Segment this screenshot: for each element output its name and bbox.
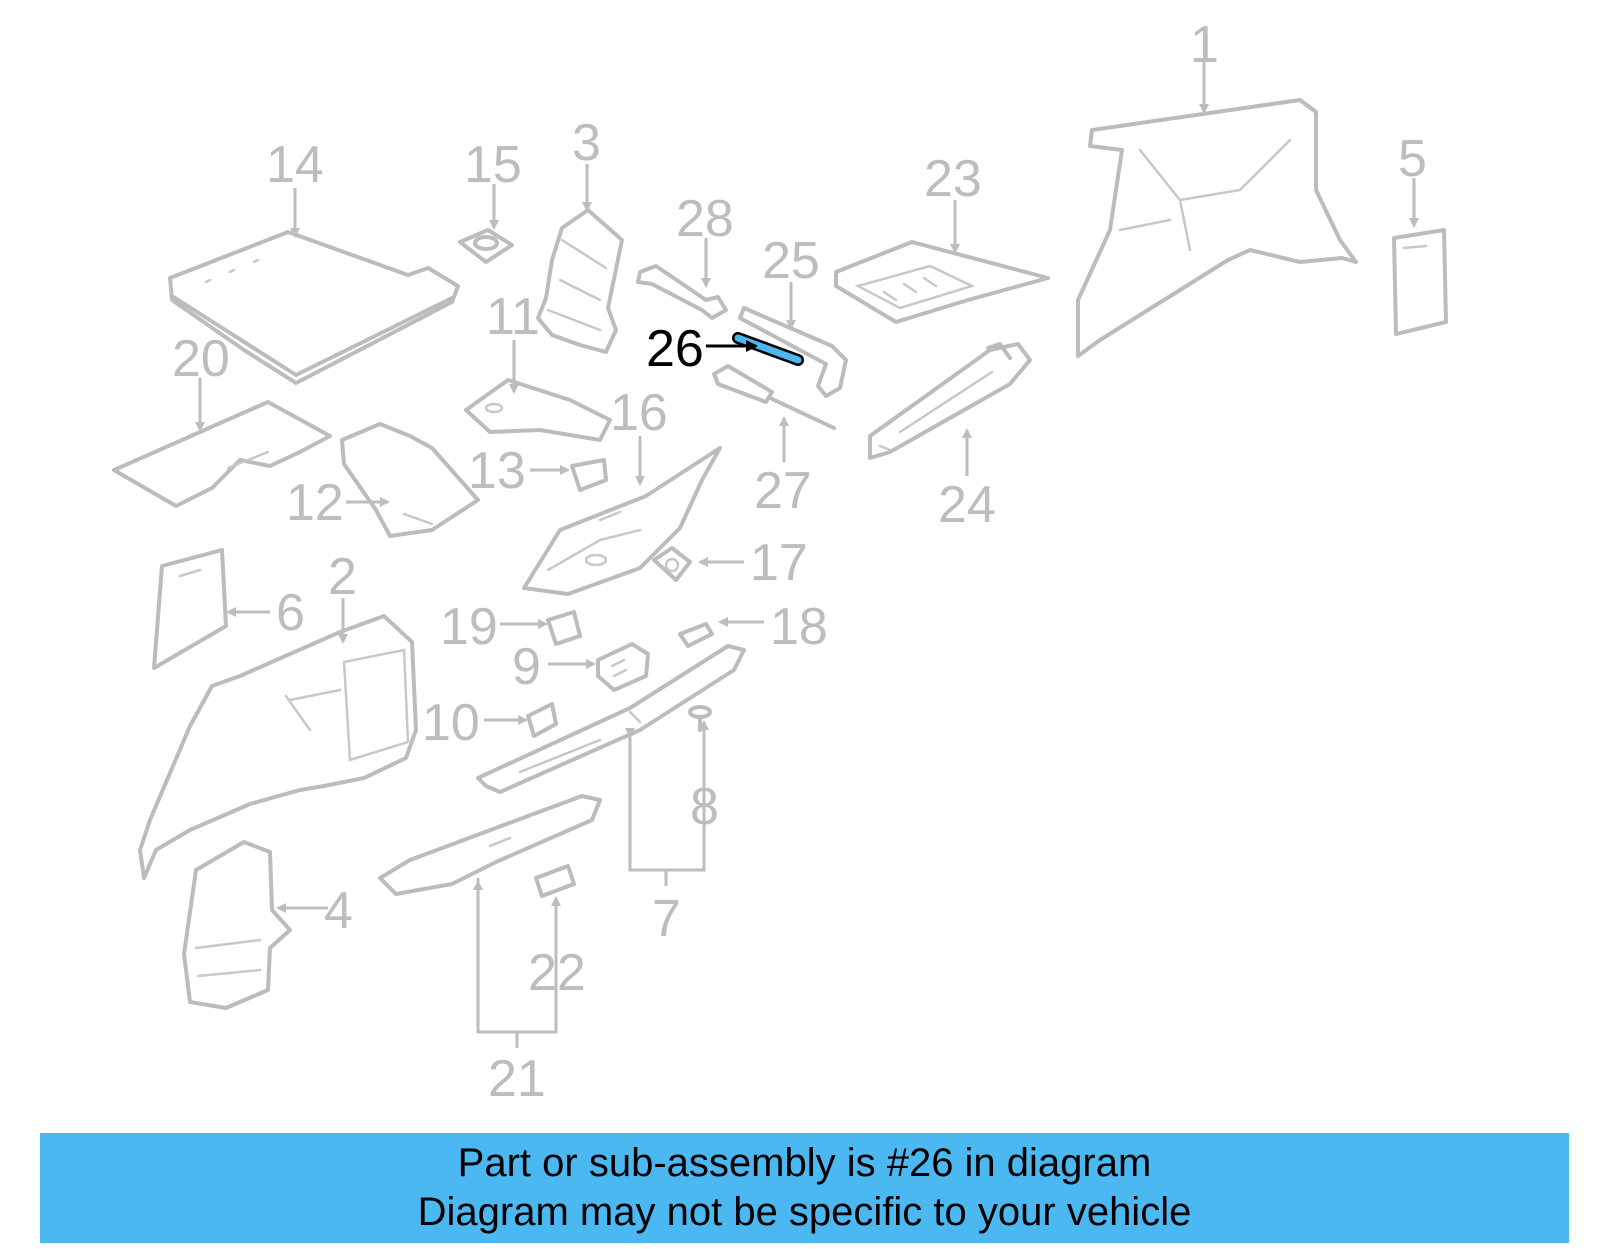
part-4-storage-box bbox=[182, 840, 292, 1010]
part-22-bracket bbox=[534, 864, 576, 898]
part-12-floor-panel bbox=[340, 422, 480, 538]
part-21-cargo-cover bbox=[378, 794, 602, 896]
callout-3: 3 bbox=[572, 114, 601, 172]
callout-12: 12 bbox=[286, 474, 344, 532]
callout-21: 21 bbox=[488, 1050, 546, 1108]
callout-6: 6 bbox=[276, 584, 305, 642]
callout-15: 15 bbox=[464, 136, 522, 194]
callout-27: 27 bbox=[754, 462, 812, 520]
part-7-sill-plate bbox=[476, 644, 746, 794]
part-2-left-quarter-trim bbox=[138, 614, 418, 880]
part-15-cap bbox=[458, 228, 514, 264]
callout-4: 4 bbox=[324, 882, 353, 940]
leader-lines bbox=[195, 62, 1419, 1048]
part-25-handle bbox=[738, 306, 848, 398]
part-6-side-panel bbox=[152, 548, 228, 670]
part-11-plate bbox=[464, 378, 612, 442]
part-20-floor-mat bbox=[112, 400, 332, 508]
part-1-right-quarter-trim bbox=[1076, 98, 1358, 358]
part-5-panel bbox=[1392, 228, 1448, 336]
callout-7: 7 bbox=[652, 890, 681, 948]
callout-23: 23 bbox=[924, 150, 982, 208]
part-18-clip bbox=[678, 622, 714, 648]
callout-8: 8 bbox=[690, 778, 719, 836]
part-9-bracket bbox=[596, 642, 650, 692]
part-16-side-trim bbox=[522, 446, 722, 596]
callout-13: 13 bbox=[468, 442, 526, 500]
callout-2: 2 bbox=[328, 548, 357, 606]
callout-labels: 1 5 3 14 15 28 25 26 23 11 20 16 13 27 2… bbox=[172, 16, 1427, 1108]
callout-26: 26 bbox=[646, 320, 704, 378]
callout-22: 22 bbox=[528, 944, 586, 1002]
callout-1: 1 bbox=[1190, 16, 1219, 74]
part-8-push-pin bbox=[688, 705, 712, 732]
callout-18: 18 bbox=[770, 598, 828, 656]
part-19-clip bbox=[546, 610, 582, 646]
part-13-clip bbox=[570, 458, 608, 492]
part-3-storage-bracket bbox=[536, 208, 624, 354]
callout-10: 10 bbox=[422, 694, 480, 752]
parts-diagram: 1 5 3 14 15 28 25 26 23 11 20 16 13 27 2… bbox=[112, 16, 1448, 1108]
callout-25: 25 bbox=[762, 232, 820, 290]
callout-19: 19 bbox=[440, 598, 498, 656]
callout-11: 11 bbox=[486, 288, 540, 346]
part-26-extension-bar bbox=[732, 332, 804, 366]
part-28-wrench bbox=[636, 264, 728, 320]
part-27-screwdriver bbox=[712, 364, 836, 430]
callout-17: 17 bbox=[750, 534, 808, 592]
banner-line-1: Part or sub-assembly is #26 in diagram bbox=[457, 1141, 1152, 1185]
callout-28: 28 bbox=[676, 190, 734, 248]
part-17-clip bbox=[652, 546, 692, 582]
callout-20: 20 bbox=[172, 330, 230, 388]
callout-14: 14 bbox=[266, 136, 324, 194]
callout-9: 9 bbox=[512, 638, 541, 696]
part-10-bracket bbox=[526, 702, 558, 738]
part-24-jack bbox=[868, 342, 1032, 460]
part-23-tool-tray bbox=[834, 240, 1050, 324]
banner-line-2: Diagram may not be specific to your vehi… bbox=[417, 1190, 1192, 1234]
info-banner: Part or sub-assembly is #26 in diagram D… bbox=[40, 1133, 1569, 1243]
callout-16: 16 bbox=[610, 384, 668, 442]
callout-24: 24 bbox=[938, 476, 996, 534]
part-14-cargo-floor-board bbox=[168, 230, 460, 385]
callout-5: 5 bbox=[1398, 130, 1427, 188]
